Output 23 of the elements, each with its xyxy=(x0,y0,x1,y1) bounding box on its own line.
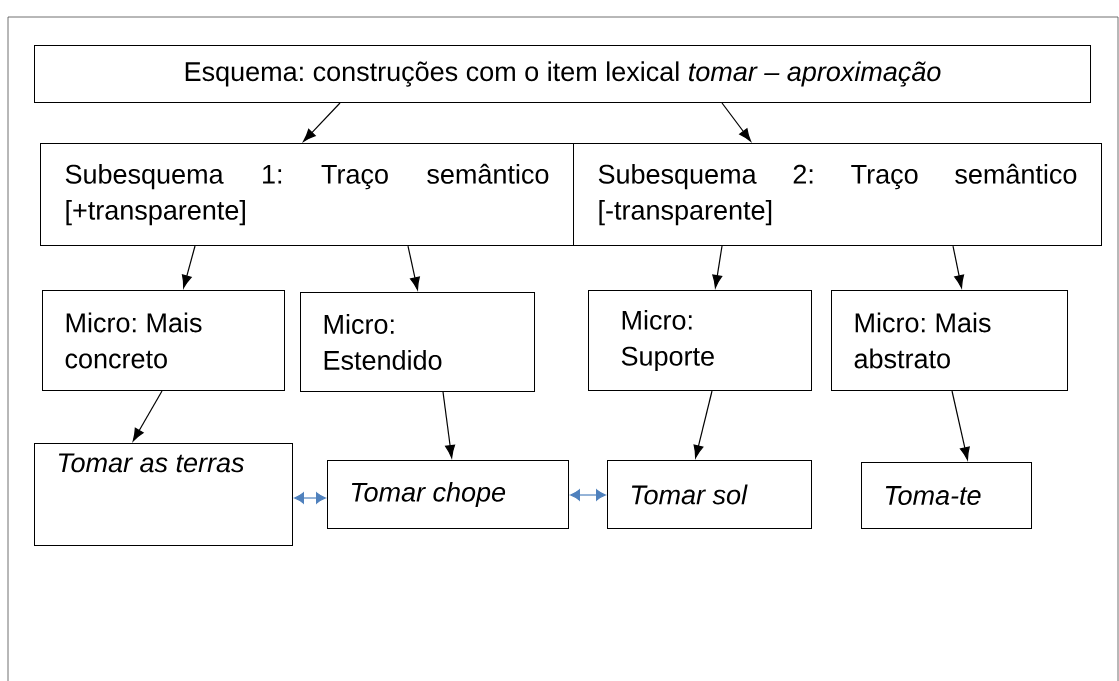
title-box: Esquema: construções com o item lexical tomar – aproximação xyxy=(34,45,1091,103)
arrow xyxy=(407,245,420,291)
arrow xyxy=(442,391,456,459)
arrow xyxy=(294,492,326,504)
arrow xyxy=(570,489,606,501)
arrow xyxy=(712,245,723,289)
subschema-box: Subesquema 2: Traço semântico [-transparente] xyxy=(573,143,1102,246)
example-box: Tomar chope xyxy=(327,460,569,529)
arrow xyxy=(303,102,341,142)
arrow xyxy=(951,390,970,461)
arrow xyxy=(693,390,713,459)
subschema-box: Subesquema 1: Traço semântico [+transparente] xyxy=(40,143,574,246)
arrow xyxy=(952,245,965,289)
micro-box: Micro: Mais abstrato xyxy=(831,290,1068,391)
micro-box: Micro: Suporte xyxy=(588,290,812,391)
arrow xyxy=(181,245,196,289)
arrow xyxy=(132,390,163,442)
example-box: Tomar as terras xyxy=(34,443,293,546)
example-box: Toma-te xyxy=(861,462,1032,529)
micro-box: Micro: Estendido xyxy=(300,292,535,392)
arrow xyxy=(721,102,752,142)
micro-box: Micro: Mais concreto xyxy=(42,290,285,391)
example-box: Tomar sol xyxy=(607,460,812,529)
